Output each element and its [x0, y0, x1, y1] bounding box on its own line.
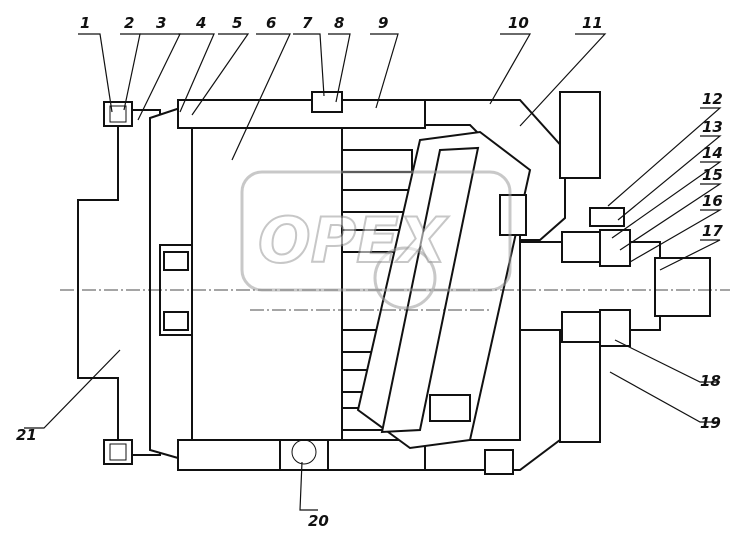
distributor-plate — [149, 102, 193, 464]
callout-21: 21 — [16, 426, 37, 444]
callout-15: 15 — [702, 166, 723, 184]
callout-19: 19 — [700, 414, 721, 432]
callout-2: 2 — [124, 14, 134, 32]
front-housing — [424, 91, 601, 475]
drive-shaft — [519, 207, 711, 347]
callout-20: 20 — [308, 512, 329, 530]
leader-lines — [24, 33, 723, 511]
watermark: OPEX — [240, 170, 512, 310]
callout-17: 17 — [702, 222, 723, 240]
callout-14: 14 — [702, 144, 723, 162]
callout-13: 13 — [702, 118, 723, 136]
callout-16: 16 — [702, 192, 723, 210]
callout-9: 9 — [378, 14, 388, 32]
callout-12: 12 — [702, 90, 723, 108]
callout-5: 5 — [232, 14, 242, 32]
callout-11: 11 — [582, 14, 603, 32]
callout-8: 8 — [334, 14, 344, 32]
callout-4: 4 — [195, 14, 206, 32]
callout-6: 6 — [266, 14, 276, 32]
callout-18: 18 — [700, 372, 721, 390]
svg-text:OPEX: OPEX — [258, 204, 449, 277]
rear-cover — [77, 101, 161, 465]
callout-1: 1 — [80, 14, 90, 32]
callout-7: 7 — [302, 14, 313, 32]
callouts: 1 2 3 4 5 6 7 8 9 10 11 12 13 14 15 16 1… — [16, 14, 723, 530]
callout-10: 10 — [508, 14, 529, 32]
callout-3: 3 — [156, 14, 166, 32]
